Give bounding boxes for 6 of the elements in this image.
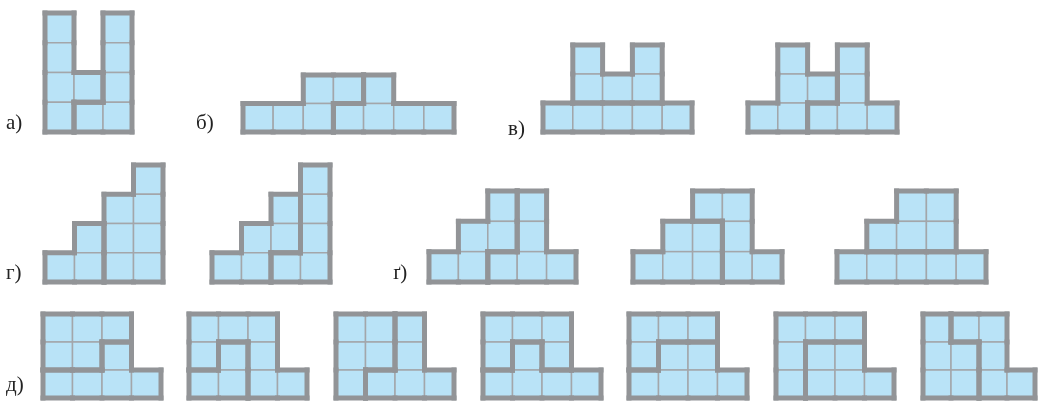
figure-label: д) <box>6 372 24 396</box>
figure-label: в) <box>508 116 525 140</box>
figure-label: б) <box>196 110 214 134</box>
figure-label: а) <box>6 110 23 134</box>
figure-label: ґ) <box>393 260 408 284</box>
figure-label: г) <box>6 260 22 284</box>
